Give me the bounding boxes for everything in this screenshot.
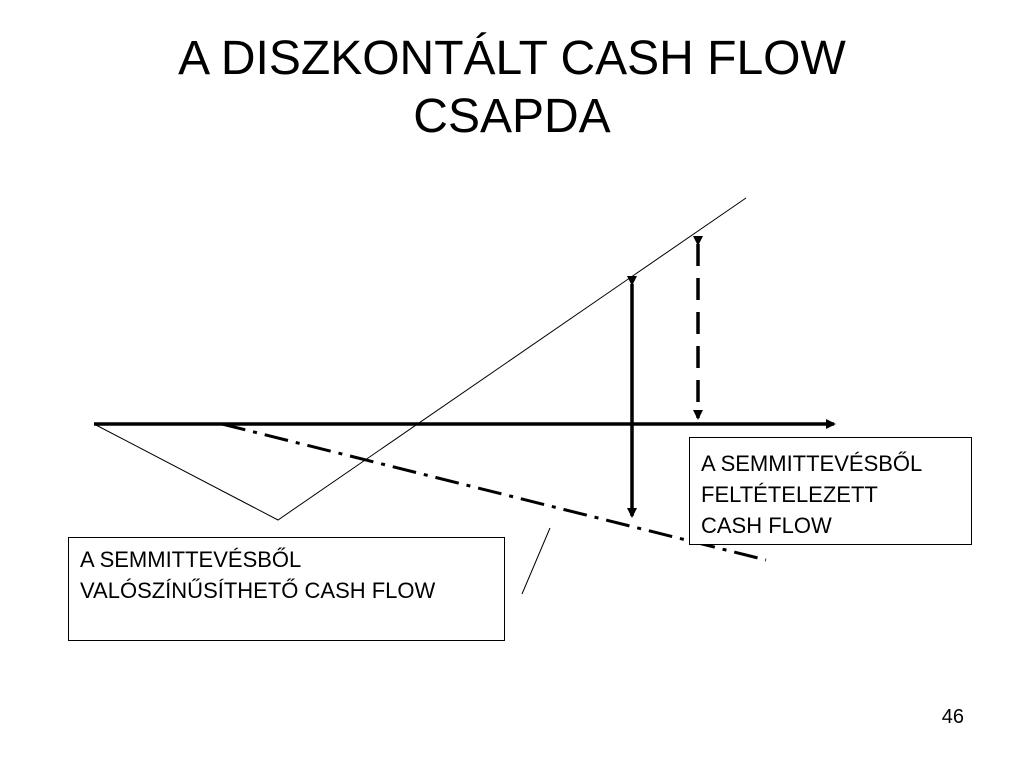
- probable-cash-flow-line-2: VALÓSZÍNŰSÍTHETŐ CASH FLOW: [80, 578, 436, 603]
- slide-title-line-1: A DISZKONTÁLT CASH FLOW: [178, 32, 846, 85]
- do-nothing-cash-flow-line: [221, 422, 767, 562]
- project-cash-flow-line: [93, 197, 747, 521]
- assumed-cash-flow-line-1: A SEMMITTEVÉSBŐL: [701, 451, 923, 476]
- slide-title: A DISZKONTÁLT CASH FLOW CSAPDA: [0, 30, 1024, 146]
- probable-cash-flow-line-1: A SEMMITTEVÉSBŐL: [80, 547, 302, 572]
- slide-title-line-2: CSAPDA: [413, 90, 611, 143]
- assumed-cash-flow-line-3: CASH FLOW: [701, 513, 832, 538]
- label-pointer-line: [521, 527, 551, 595]
- probable-cash-flow-label: A SEMMITTEVÉSBŐL VALÓSZÍNŰSÍTHETŐ CASH F…: [68, 537, 505, 641]
- assumed-cash-flow-label: A SEMMITTEVÉSBŐL FELTÉTELEZETT CASH FLOW: [689, 437, 972, 545]
- assumed-cash-flow-line-2: FELTÉTELEZETT: [701, 482, 878, 507]
- page-number: 46: [941, 706, 964, 728]
